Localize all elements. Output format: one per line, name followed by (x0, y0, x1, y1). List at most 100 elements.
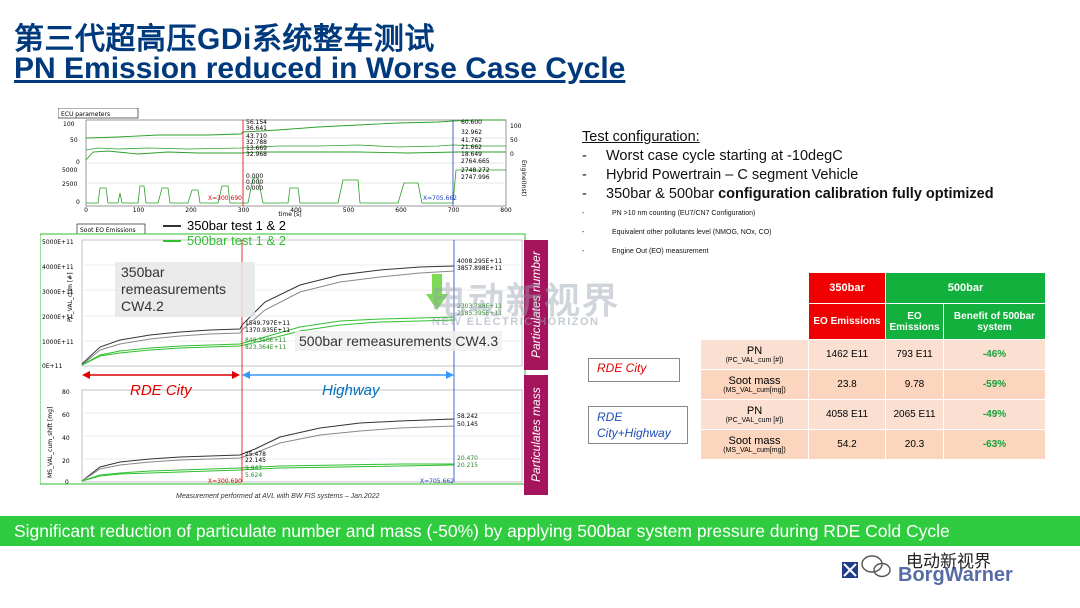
ecu-left-value: 0.000 (246, 185, 263, 192)
table-row: Soot mass(MS_VAL_cum[mg]) 54.2 20.3 -63% (700, 429, 1046, 460)
summary-banner: Significant reduction of particulate num… (0, 516, 1080, 546)
header-eo-500: EO Emissions (885, 303, 944, 340)
wechat-account-name: 电动新视界 (906, 552, 991, 572)
mass-ytick: 60 (62, 412, 70, 419)
mass-value-right: 20.470 (457, 455, 478, 462)
legend-label-500: 500bar test 1 & 2 (187, 233, 287, 248)
main-panel-label: Soot EO Emissions (80, 227, 136, 234)
mass-value-right: 50.145 (457, 421, 478, 428)
watermark-cn: 电动新视界 (430, 280, 621, 321)
ecu-left-value: 0.000 (246, 173, 263, 180)
pn-ytick: 0E+11 (42, 363, 62, 370)
ecu-right-value: 60.600 (461, 119, 482, 126)
config-heading: Test configuration: (582, 129, 700, 145)
measurement-note: Measurement performed at AVL with BW FIS… (176, 493, 380, 500)
highway-label: Highway (322, 382, 380, 399)
table-row: Soot mass(MS_VAL_cum[mg]) 23.8 9.78 -59% (700, 369, 1046, 400)
mass-value-left: 22.145 (245, 457, 266, 464)
pn-ytick: 1000E+11 (42, 339, 74, 346)
pn-value-right: 4008.295E+11 (457, 258, 502, 265)
results-table: 350bar 500bar EO Emissions EO Emissions … (700, 272, 1046, 460)
pn-value-left: 823.364E+11 (245, 344, 286, 351)
header-eo-350: EO Emissions (808, 303, 886, 340)
ecu-right-value: 21.662 (461, 144, 482, 151)
ecu-left-value: 0.000 (246, 179, 263, 186)
pn-ytick: 4000E+11 (42, 264, 74, 271)
ecu-right-axis-label: Engine(Inst) (520, 160, 527, 196)
ecu-right-value: 2748.272 (461, 167, 490, 174)
mass-ytick: 0 (65, 479, 69, 486)
ecu-right-value: 32.962 (461, 129, 482, 136)
ecu-right-value: 2747.996 (461, 174, 490, 181)
config-item: -Equivalent other pollutants level (NMOG… (582, 229, 772, 236)
legend-swatch-350 (163, 224, 181, 227)
header-benefit: Benefit of 500bar system (943, 303, 1046, 340)
pn-value-left: 849.350E+11 (245, 337, 286, 344)
ecu-xtick: 700 (448, 207, 460, 214)
slide-title-cn: 第三代超高压GDi系统整车测试 (14, 23, 435, 56)
ecu-parameters-chart: ECU parameters X=300.690 X=705.662 56.15… (58, 108, 528, 218)
chart-legend: 350bar test 1 & 2 500bar test 1 & 2 (163, 218, 286, 248)
ecu-right-value: 18.649 (461, 151, 482, 158)
ecu-ytick: 5000 (62, 167, 77, 174)
borgwarner-logo-text: BorgWarner (898, 564, 1013, 586)
side-label-rde-city: RDE City (588, 358, 680, 382)
table-row: PN(PC_VAL_cum [#]) 4058 E11 2065 E11 -49… (700, 399, 1046, 430)
ecu-xtick: 200 (185, 207, 197, 214)
pn-ytick: 3000E+11 (42, 289, 74, 296)
side-label-rde-city-highway: RDE City+Highway (588, 406, 688, 444)
legend-item-350: 350bar test 1 & 2 (163, 218, 286, 233)
mass-ytick: 20 (62, 458, 70, 465)
pn-ytick: 5000E+11 (42, 239, 74, 246)
main-cursor-right: X=705.662 (420, 478, 454, 485)
pn-value-left: 1549.797E+11 (245, 320, 290, 327)
ecu-ytick: 100 (63, 121, 75, 128)
slide-title-en: PN Emission reduced in Worse Case Cycle (14, 52, 626, 85)
ecu-right-tick: 50 (510, 137, 518, 144)
ecu-cursor-left: X=300.690 (208, 195, 242, 202)
ecu-right-tick: 0 (510, 151, 514, 158)
ecu-left-value: 32.968 (246, 151, 267, 158)
ecu-xtick: 500 (343, 207, 355, 214)
mass-ytick: 40 (62, 435, 70, 442)
ecu-xtick: 300 (238, 207, 250, 214)
config-item: -350bar & 500bar configuration calibrati… (582, 186, 994, 202)
footer-branding: BorgWarner 电动新视界 (840, 548, 1070, 588)
ecu-left-value: 32.788 (246, 139, 267, 146)
ecu-right-value: 41.762 (461, 137, 482, 144)
rde-city-label: RDE City (130, 382, 192, 399)
mass-ytick: 80 (62, 389, 70, 396)
ecu-right-value: 2764.665 (461, 158, 490, 165)
ecu-ytick: 50 (70, 137, 78, 144)
pn-ytick: 2000E+11 (42, 314, 74, 321)
ecu-ytick: 2500 (62, 181, 77, 188)
borgwarner-logo-icon (842, 562, 858, 578)
pn-value-right: 2303.788E+11 (457, 303, 502, 310)
header-350bar: 350bar (808, 272, 886, 304)
ecu-left-value: 36.641 (246, 125, 267, 132)
pn-value-left: 1370.935E+11 (245, 327, 290, 334)
config-item: -PN >10 nm counting (EU7/CN7 Configurati… (582, 210, 756, 217)
particulates-mass-tag: Particulates mass (524, 375, 548, 495)
legend-swatch-500 (163, 239, 181, 242)
table-row: PN(PC_VAL_cum [#]) 1462 E11 793 E11 -46% (700, 339, 1046, 370)
config-item: -Engine Out (EO) measurement (582, 248, 709, 255)
ecu-left-value: 13.669 (246, 145, 267, 152)
mass-value-left: 25.478 (245, 451, 266, 458)
ecu-ytick: 0 (76, 199, 80, 206)
ecu-xtick: 0 (84, 207, 88, 214)
mass-value-right: 20.215 (457, 462, 478, 469)
label-500bar-remeasurements: 500bar remeasurements CW4.3 (295, 331, 503, 351)
config-item: -Hybrid Powertrain – C segment Vehicle (582, 167, 859, 183)
mass-value-left: 5.624 (245, 472, 262, 479)
label-350bar-remeasurements: 350bar remeasurements CW4.2 (115, 262, 255, 317)
main-cursor-left: X=300.690 (208, 478, 242, 485)
ecu-left-value: 43.710 (246, 133, 267, 140)
test-configuration: Test configuration: -Worst case cycle st… (582, 128, 994, 261)
ecu-ytick: 0 (76, 159, 80, 166)
ecu-xaxis-label: time [s] (278, 211, 301, 218)
wechat-icon (861, 555, 891, 578)
pn-ylabel: PC_VAL_cum [#] (67, 272, 74, 322)
ecu-right-tick: 100 (510, 123, 522, 130)
pn-value-right: 2185.395E+11 (457, 310, 502, 317)
